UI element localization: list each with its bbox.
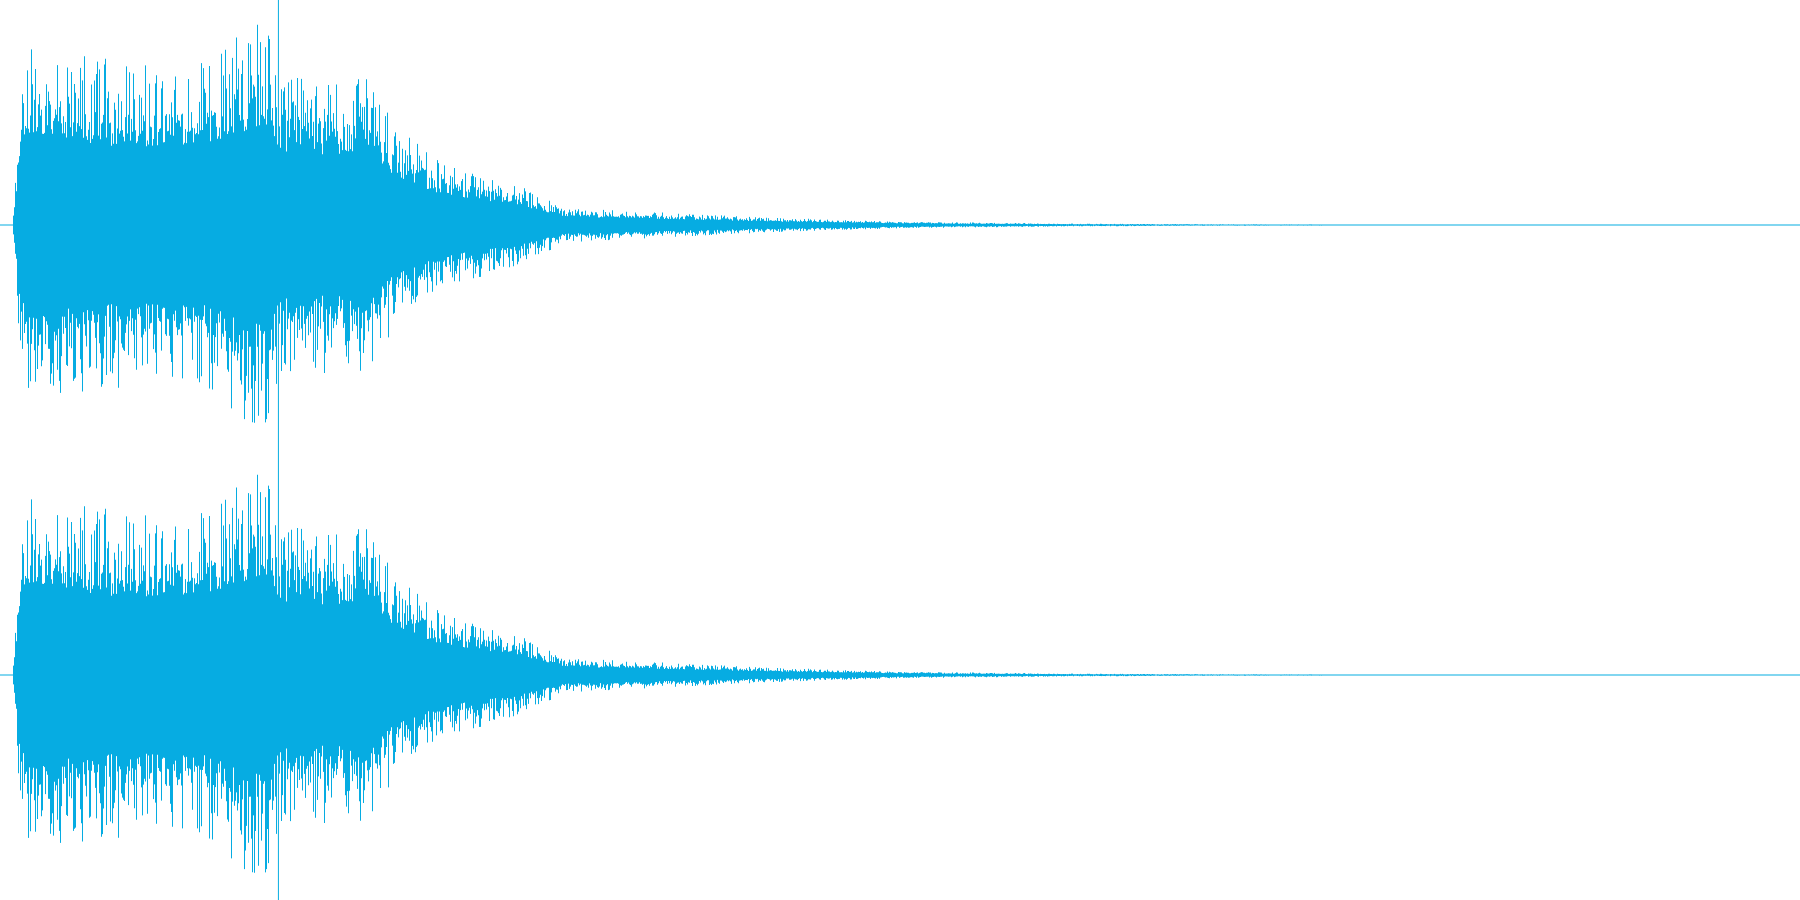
waveform-samples [13,474,1506,873]
right-channel-waveform [0,450,1800,900]
left-channel-waveform [0,0,1800,450]
waveform-samples [13,24,1506,423]
